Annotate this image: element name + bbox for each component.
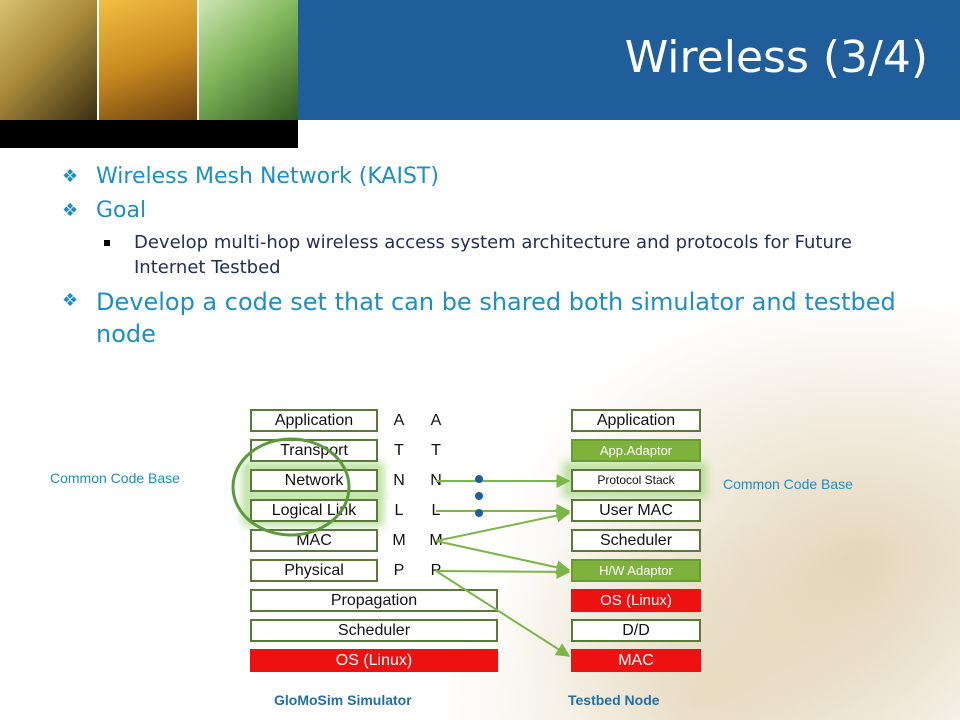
sim-transport-box: Transport [250, 439, 378, 462]
node-mac-box: MAC [571, 649, 701, 672]
common-code-circle [231, 437, 351, 537]
node-app-adaptor-box: App.Adaptor [571, 439, 701, 462]
bullet-text: Develop a code set that can be shared bo… [96, 288, 896, 348]
photo-divider [97, 0, 99, 120]
letter-p: P [387, 560, 411, 582]
diamond-bullet-icon: ❖ [62, 290, 79, 311]
letter-t: T [387, 440, 411, 462]
sim-application-box: Application [250, 409, 378, 432]
bullet-item: ❖ Goal [62, 196, 922, 226]
simulator-caption: GloMoSim Simulator [274, 692, 412, 708]
bullet-item: ❖ Wireless Mesh Network (KAIST) [62, 162, 922, 192]
header-band: Wireless (3/4) [0, 0, 960, 120]
sub-bullet-item: Develop multi-hop wireless access system… [104, 230, 922, 280]
node-protocol-stack-box: Protocol Stack [571, 469, 701, 492]
ellipsis-dot [475, 492, 483, 500]
diamond-bullet-icon: ❖ [62, 166, 79, 187]
letter-a: A [387, 410, 411, 432]
node-application-box: Application [571, 409, 701, 432]
ellipsis-dot [475, 475, 483, 483]
sim-propagation-box: Propagation [250, 589, 498, 612]
arrow-physical-to-mac [435, 570, 571, 657]
diamond-bullet-icon: ❖ [62, 200, 79, 221]
arrow-mac-to-user-mac [435, 508, 571, 542]
ellipsis-dot [475, 509, 483, 517]
letter-n: N [387, 470, 411, 492]
slide-title: Wireless (3/4) [624, 32, 928, 83]
photo-telephone [98, 0, 198, 120]
sim-os-box: OS (Linux) [250, 649, 498, 672]
sim-scheduler-box: Scheduler [250, 619, 498, 642]
header-black-strip [0, 120, 298, 148]
node-dd-box: D/D [571, 619, 701, 642]
square-bullet-icon [104, 240, 110, 246]
common-code-base-right-label: Common Code Base [723, 476, 853, 492]
bullet-item: ❖ Develop a code set that can be shared … [62, 286, 922, 350]
letter-l: L [387, 500, 411, 522]
bullet-text: Wireless Mesh Network (KAIST) [96, 164, 439, 189]
node-user-mac-box: User MAC [571, 499, 701, 522]
sim-physical-box: Physical [250, 559, 378, 582]
node-os-box: OS (Linux) [571, 589, 701, 612]
photo-hand-writing [0, 0, 98, 120]
arrow-physical-to-hw-adaptor [435, 564, 571, 579]
node-scheduler-box: Scheduler [571, 529, 701, 552]
photo-divider [197, 0, 199, 120]
testbed-caption: Testbed Node [568, 692, 660, 708]
bullet-text: Goal [96, 198, 147, 223]
letter-m: M [387, 530, 411, 552]
arrow-mac-to-hw-adaptor [435, 540, 571, 575]
letter-t: T [424, 440, 448, 462]
common-code-base-left-label: Common Code Base [50, 470, 180, 486]
letter-a: A [424, 410, 448, 432]
photo-computer-mouse [198, 0, 298, 120]
sub-bullet-text: Develop multi-hop wireless access system… [134, 232, 852, 278]
bullet-list: ❖ Wireless Mesh Network (KAIST) ❖ Goal D… [62, 162, 922, 354]
node-hw-adaptor-box: H/W Adaptor [571, 559, 701, 582]
